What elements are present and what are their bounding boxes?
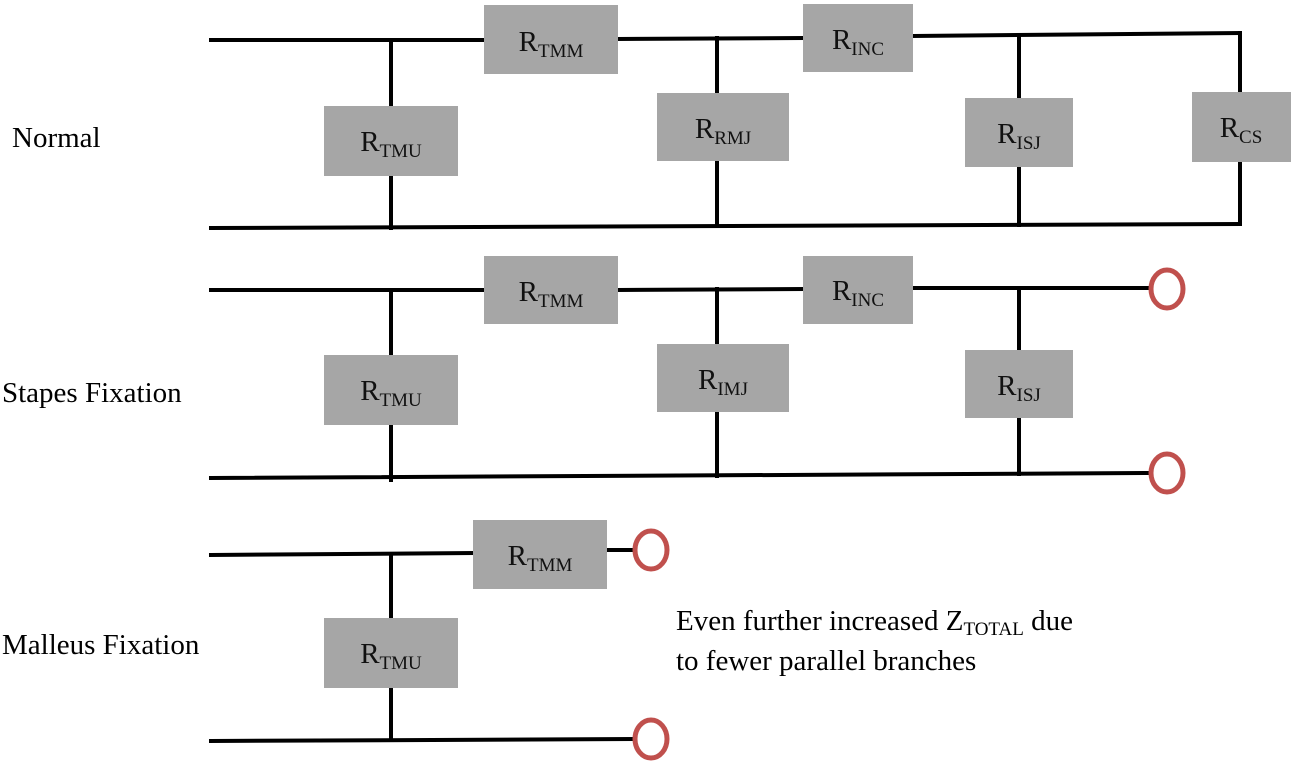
svg-text:RRMJ: RRMJ (695, 113, 751, 149)
wire (614, 286, 806, 293)
malleus-fixation-circuit: Malleus Fixation RTMM RTMU (2, 520, 670, 761)
svg-text:RTMU: RTMU (360, 638, 422, 674)
resistor-inc: RINC (803, 4, 913, 72)
wire (910, 30, 1243, 39)
svg-text:RINC: RINC (832, 24, 884, 60)
svg-text:RIMJ: RIMJ (698, 364, 748, 400)
open-terminal (632, 528, 670, 572)
note-line-2: to fewer parallel branches (676, 645, 976, 677)
open-terminal (1148, 451, 1186, 495)
resistor-inc: RINC (803, 256, 913, 324)
resistor-cs: RCS (1192, 92, 1291, 162)
annotation-note: Even further increased ZTOTAL due to few… (676, 605, 1073, 677)
resistor-tmu: RTMU (324, 618, 458, 688)
open-terminal (1148, 267, 1186, 311)
wire (208, 470, 1152, 481)
resistor-isj: RISJ (965, 98, 1073, 167)
resistor-tmm: RTMM (484, 5, 618, 74)
resistor-tmm: RTMM (484, 256, 618, 324)
resistor-tmu: RTMU (324, 106, 458, 176)
resistor-rmj: RRMJ (657, 93, 789, 161)
svg-text:RCS: RCS (1220, 112, 1263, 148)
svg-text:RTMM: RTMM (519, 276, 584, 312)
wire (208, 221, 1243, 231)
svg-text:RTMM: RTMM (519, 26, 584, 62)
row-label-stapes-fixation: Stapes Fixation (2, 377, 182, 409)
stapes-fixation-circuit: Stapes Fixation RTMM RINC RTMU (2, 256, 1186, 495)
svg-text:RISJ: RISJ (997, 118, 1041, 154)
svg-text:RTMU: RTMU (360, 375, 422, 411)
svg-text:RISJ: RISJ (997, 370, 1041, 406)
note-line-1: Even further increased ZTOTAL due (676, 605, 1073, 640)
wire (208, 736, 636, 744)
svg-text:RTMU: RTMU (360, 126, 422, 162)
svg-text:RINC: RINC (832, 275, 884, 311)
open-terminal (632, 717, 670, 761)
resistor-tmm: RTMM (473, 520, 607, 589)
row-label-normal: Normal (12, 122, 101, 154)
wire (208, 550, 476, 558)
wire (614, 35, 806, 42)
resistor-tmu: RTMU (324, 355, 458, 425)
normal-circuit: Normal RTMM RINC RTMU RRMJ (12, 4, 1291, 231)
resistor-isj: RISJ (965, 350, 1073, 418)
resistor-imj: RIMJ (657, 344, 789, 412)
row-label-malleus-fixation: Malleus Fixation (2, 629, 200, 661)
svg-text:RTMM: RTMM (508, 540, 573, 576)
